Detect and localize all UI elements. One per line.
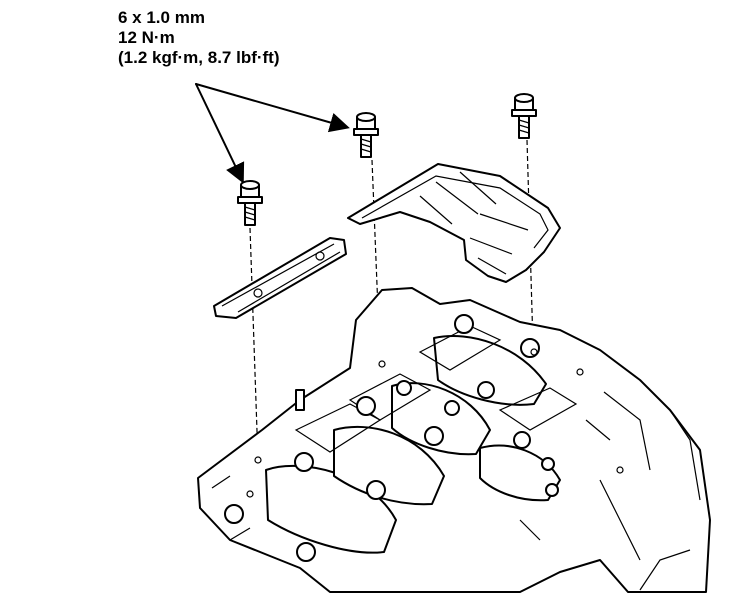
flange-bolt-icon: [237, 180, 263, 226]
install-centerlines: [249, 139, 534, 461]
torque-nm-label: 12 N·m: [118, 28, 175, 47]
torque-spec-callout: 6 x 1.0 mm 12 N·m (1.2 kgf·m, 8.7 lbf·ft…: [118, 8, 280, 68]
baffle-plate-icon: [213, 237, 347, 319]
baffle-plate-icon: [347, 163, 561, 283]
leader-arrows: [195, 83, 350, 184]
flange-bolt-icon: [511, 93, 537, 139]
flange-bolt-icon: [353, 112, 379, 158]
thread-size-label: 6 x 1.0 mm: [118, 8, 205, 27]
torque-alt-label: (1.2 kgf·m, 8.7 lbf·ft): [118, 48, 280, 67]
crankcase-icon: [197, 287, 711, 593]
